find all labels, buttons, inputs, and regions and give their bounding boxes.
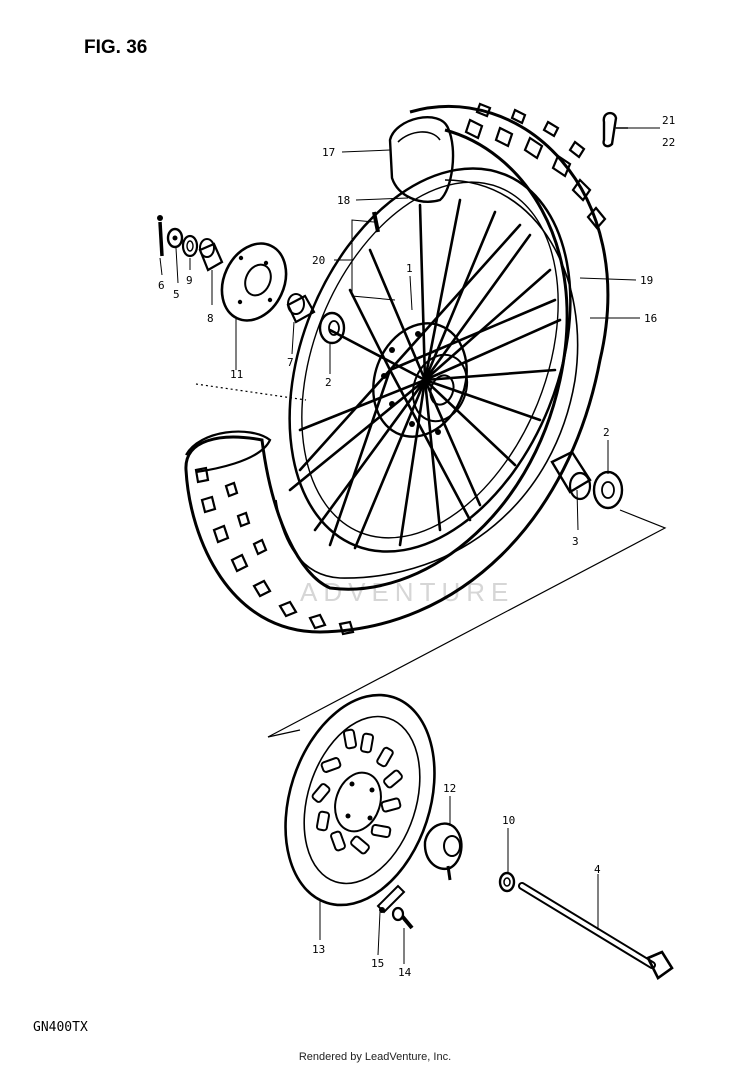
tire-outline [184, 105, 610, 634]
tire-tread-top [464, 102, 607, 230]
axle-nut [166, 227, 184, 249]
footer-credit: Rendered by LeadVenture, Inc. [299, 1051, 451, 1063]
callout-7: 7 [287, 356, 294, 369]
wheel-hub [372, 322, 469, 438]
spacer-collar [198, 238, 224, 272]
figure-title: FIG. 36 [84, 37, 147, 58]
leader-lines [159, 127, 660, 964]
callout-19: 19 [640, 274, 653, 287]
callout-13: 13 [312, 943, 325, 956]
speedometer-gearbox [423, 822, 463, 881]
callout-8: 8 [207, 312, 214, 325]
watermark-text: ADVENTURE [300, 577, 514, 607]
disc-lock-washer [376, 884, 406, 914]
brake-disc [284, 693, 436, 907]
callout-14: 14 [398, 966, 412, 979]
callout-2-left: 2 [325, 376, 332, 389]
wheel-assembly [184, 102, 610, 636]
cotter-pin [157, 215, 164, 257]
callout-20: 20 [312, 254, 325, 267]
spoke-nipple [372, 211, 380, 233]
callout-10: 10 [502, 814, 515, 827]
callout-9: 9 [186, 274, 193, 287]
model-code: GN400TX [33, 1020, 88, 1035]
callout-21: 21 [662, 114, 675, 127]
callout-11: 11 [230, 368, 243, 381]
bearing-right [592, 470, 624, 510]
callout-15: 15 [371, 957, 384, 970]
callout-22: 22 [662, 136, 675, 149]
tire-tread-bottom [194, 466, 355, 636]
axle-spacer-right [550, 450, 592, 501]
bearing-left [318, 311, 346, 345]
callout-18: 18 [337, 194, 350, 207]
rim-band [388, 116, 455, 203]
callout-3: 3 [572, 535, 579, 548]
callout-16: 16 [644, 312, 657, 325]
callout-labels: 6 5 9 8 11 7 2 17 18 20 1 21 22 19 16 2 … [158, 114, 675, 979]
callout-4: 4 [594, 863, 601, 876]
disc-bolt [391, 906, 414, 930]
front-axle [518, 882, 674, 980]
washer-9 [181, 234, 199, 258]
callout-2-right: 2 [603, 426, 610, 439]
callout-12: 12 [443, 782, 456, 795]
spacer-7 [286, 293, 316, 324]
callout-5: 5 [173, 288, 180, 301]
callout-1: 1 [406, 262, 413, 275]
tire-cutaway [185, 430, 272, 474]
callout-6: 6 [158, 279, 165, 292]
valve-cap [602, 111, 628, 148]
axle-washer [498, 871, 516, 893]
wheel-spokes [288, 198, 562, 550]
explosion-lines [195, 383, 667, 738]
hub-cover-plate [220, 242, 288, 322]
callout-17: 17 [322, 146, 335, 159]
